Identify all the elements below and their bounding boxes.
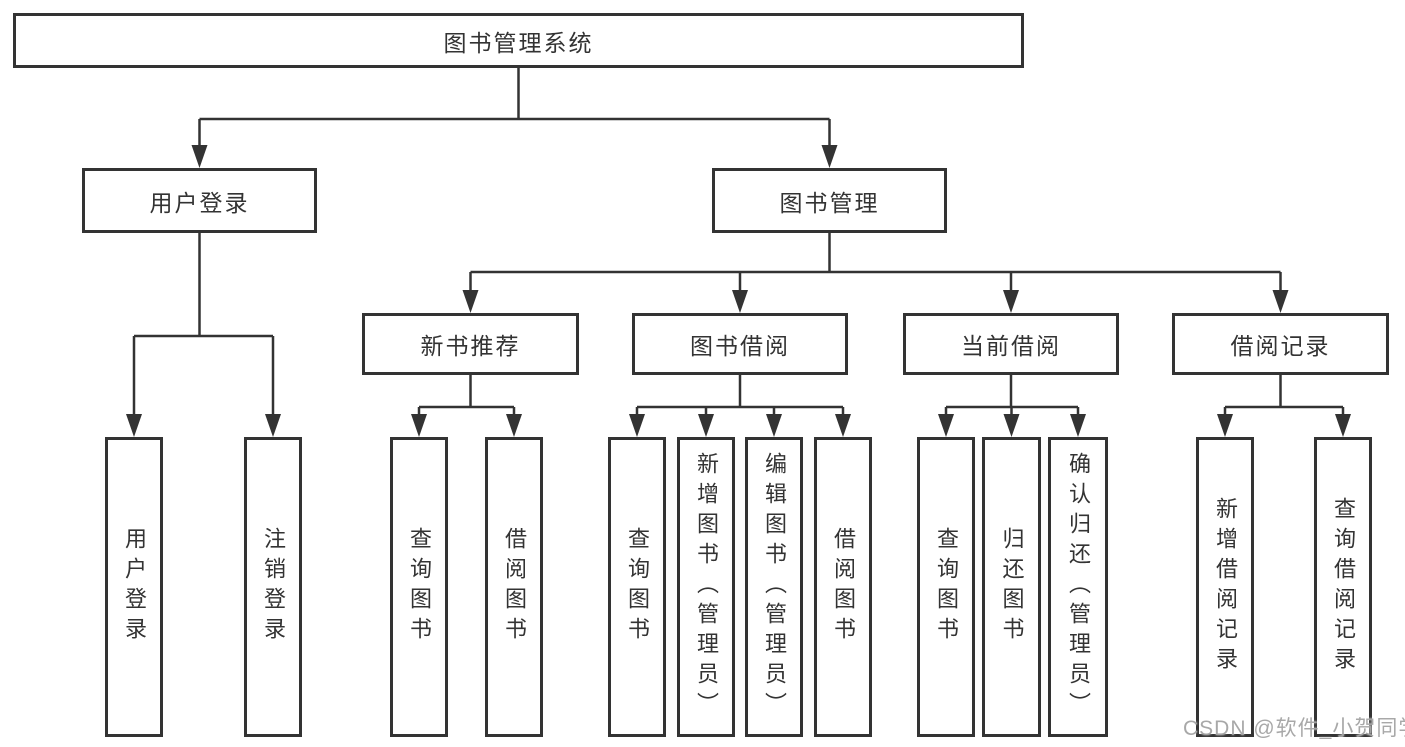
connector-root-split (198, 68, 831, 146)
leaf-search-books-recommend-label: 查询图书 (407, 527, 432, 647)
leaf-add-borrow-record: 新增借阅记录 (1196, 437, 1254, 737)
leaf-add-books-admin: 新增图书（管理员） (677, 437, 735, 737)
connector-book-management-split (469, 233, 1282, 291)
leaf-borrow-books-recommend: 借阅图书 (485, 437, 543, 737)
leaf-edit-books-admin: 编辑图书（管理员） (745, 437, 803, 737)
leaf-edit-books-admin-label: 编辑图书（管理员） (762, 452, 787, 722)
node-library-management-system-label: 图书管理系统 (443, 29, 594, 56)
leaf-search-books-recommend: 查询图书 (390, 437, 448, 737)
node-library-management-system: 图书管理系统 (13, 13, 1024, 68)
leaf-search-books-borrowing: 查询图书 (608, 437, 666, 737)
leaf-confirm-return-admin: 确认归还（管理员） (1048, 437, 1108, 737)
node-new-book-recommendation: 新书推荐 (362, 313, 579, 375)
leaf-return-books: 归还图书 (982, 437, 1041, 737)
leaf-borrow-books-recommend-label: 借阅图书 (502, 527, 527, 647)
node-book-management-label: 图书管理 (779, 189, 880, 216)
arrowheads (126, 145, 1351, 437)
node-borrowing-records: 借阅记录 (1172, 313, 1389, 375)
node-new-book-recommendation-label: 新书推荐 (420, 333, 521, 359)
leaf-search-books-current: 查询图书 (917, 437, 975, 737)
node-current-borrowing-label: 当前借阅 (961, 333, 1061, 359)
leaf-return-books-label: 归还图书 (999, 527, 1025, 647)
leaf-add-borrow-record-label: 新增借阅记录 (1213, 497, 1238, 677)
node-borrowing-records-label: 借阅记录 (1230, 333, 1331, 359)
leaf-search-borrow-record-label: 查询借阅记录 (1331, 497, 1356, 677)
leaf-borrow-books-borrowing-label: 借阅图书 (831, 527, 856, 647)
leaf-borrow-books-borrowing: 借阅图书 (814, 437, 872, 737)
leaf-logout-login-label: 注销登录 (261, 527, 286, 647)
node-book-borrowing: 图书借阅 (632, 313, 848, 375)
leaf-add-books-admin-label: 新增图书（管理员） (694, 452, 719, 722)
connector-user-login-split (132, 233, 275, 415)
connector-current-borrowing-split (944, 375, 1080, 416)
node-book-management: 图书管理 (712, 168, 947, 233)
connector-borrowing-records-split (1223, 375, 1345, 416)
leaf-user-login: 用户登录 (105, 437, 163, 737)
connector-book-borrowing-split (635, 375, 845, 416)
leaf-search-borrow-record: 查询借阅记录 (1314, 437, 1372, 737)
leaf-search-books-current-label: 查询图书 (934, 527, 959, 647)
node-book-borrowing-label: 图书借阅 (690, 333, 790, 359)
leaf-logout-login: 注销登录 (244, 437, 302, 737)
connector-new-book-recommendation-split (417, 375, 516, 416)
node-user-login-label: 用户登录 (149, 189, 250, 216)
leaf-search-books-borrowing-label: 查询图书 (625, 527, 650, 647)
node-current-borrowing: 当前借阅 (903, 313, 1119, 375)
csdn-watermark: CSDN @软件_小贺同学 (1183, 717, 1405, 740)
node-user-login: 用户登录 (82, 168, 317, 233)
leaf-user-login-label: 用户登录 (122, 527, 147, 647)
leaf-confirm-return-admin-label: 确认归还（管理员） (1066, 452, 1091, 722)
